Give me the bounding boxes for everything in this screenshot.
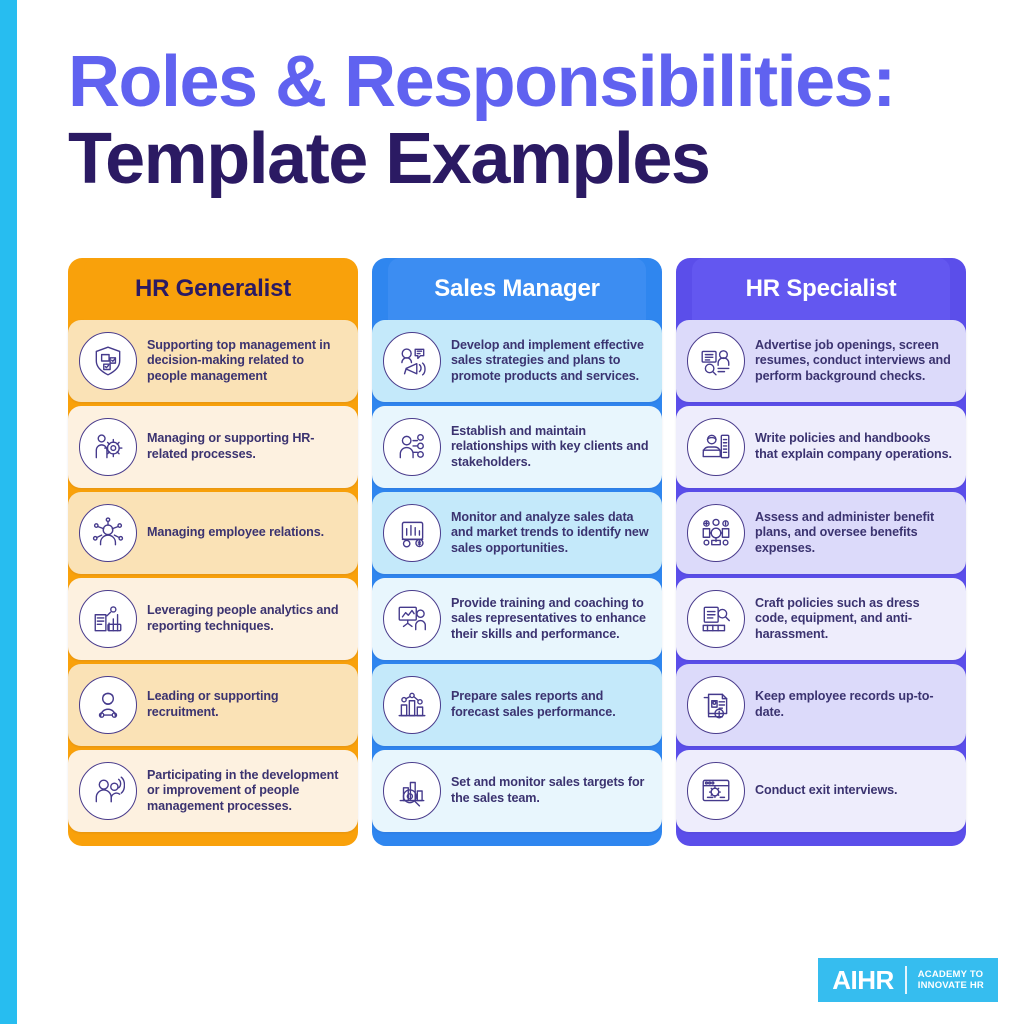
responsibility-text: Supporting top management in decision-ma… <box>147 337 331 383</box>
responsibility-card: Prepare sales reports and forecast sales… <box>372 664 662 746</box>
responsibility-text: Assess and administer benefit plans, and… <box>755 509 935 555</box>
logo-divider <box>904 966 907 994</box>
training-presentation-icon <box>383 590 441 648</box>
responsibility-card: Establish and maintain relationships wit… <box>372 406 662 488</box>
left-accent-stripe <box>0 0 17 1024</box>
people-development-icon <box>79 762 137 820</box>
aihr-logo: AIHR ACADEMY TO INNOVATE HR <box>818 958 998 1002</box>
responsibility-card: Keep employee records up-to-date. <box>676 664 966 746</box>
responsibility-card: Conduct exit interviews. <box>676 750 966 832</box>
column-header: Sales Manager <box>388 258 646 320</box>
responsibility-card: Assess and administer benefit plans, and… <box>676 492 966 574</box>
shield-checklist-icon <box>79 332 137 390</box>
page-title: Roles & Responsibilities: Template Examp… <box>68 44 968 198</box>
responsibility-card: Advertise job openings, screen resumes, … <box>676 320 966 402</box>
responsibility-card: Leading or supporting recruitment. <box>68 664 358 746</box>
logo-tagline-line-2: INNOVATE HR <box>917 980 984 991</box>
responsibility-card: Supporting top management in decision-ma… <box>68 320 358 402</box>
responsibility-text: Establish and maintain relationships wit… <box>451 423 649 469</box>
responsibility-list: Develop and implement effective sales st… <box>372 320 662 832</box>
responsibility-list: Advertise job openings, screen resumes, … <box>676 320 966 832</box>
megaphone-strategy-icon <box>383 332 441 390</box>
logo-wordmark: AIHR <box>832 965 894 995</box>
responsibility-card: Leveraging people analytics and reportin… <box>68 578 358 660</box>
responsibility-card: Managing employee relations. <box>68 492 358 574</box>
benefits-plan-icon <box>687 504 745 562</box>
responsibility-text: Conduct exit interviews. <box>755 783 898 798</box>
responsibility-text: Write policies and handbooks that explai… <box>755 431 952 461</box>
responsibility-text: Develop and implement effective sales st… <box>451 337 644 383</box>
responsibility-text: Monitor and analyze sales data and marke… <box>451 509 649 555</box>
exit-interview-icon <box>687 762 745 820</box>
responsibility-text: Managing or supporting HR-related proces… <box>147 431 315 461</box>
responsibility-card: Provide training and coaching to sales r… <box>372 578 662 660</box>
responsibility-card: Set and monitor sales targets for the sa… <box>372 750 662 832</box>
responsibility-card: Craft policies such as dress code, equip… <box>676 578 966 660</box>
column-header: HR Specialist <box>692 258 950 320</box>
title-line-2: Template Examples <box>68 119 711 199</box>
sales-report-icon <box>383 676 441 734</box>
responsibility-text: Leading or supporting recruitment. <box>147 689 279 719</box>
responsibility-text: Provide training and coaching to sales r… <box>451 595 646 641</box>
responsibility-text: Managing employee relations. <box>147 525 325 540</box>
analytics-report-icon <box>79 590 137 648</box>
responsibility-card: Participating in the development or impr… <box>68 750 358 832</box>
sales-data-chart-icon <box>383 504 441 562</box>
job-posting-screen-icon <box>687 332 745 390</box>
responsibility-card: Develop and implement effective sales st… <box>372 320 662 402</box>
responsibility-card: Managing or supporting HR-related proces… <box>68 406 358 488</box>
responsibility-text: Advertise job openings, screen resumes, … <box>755 337 951 383</box>
responsibility-text: Craft policies such as dress code, equip… <box>755 595 920 641</box>
employee-network-icon <box>79 504 137 562</box>
client-relationship-icon <box>383 418 441 476</box>
recruitment-person-icon <box>79 676 137 734</box>
target-magnifier-icon <box>383 762 441 820</box>
responsibility-text: Participating in the development or impr… <box>147 767 339 813</box>
logo-tagline-line-1: ACADEMY TO <box>917 968 984 980</box>
responsibility-card: Monitor and analyze sales data and marke… <box>372 492 662 574</box>
policy-document-icon <box>687 590 745 648</box>
responsibility-text: Leveraging people analytics and reportin… <box>147 603 339 633</box>
employee-records-icon <box>687 676 745 734</box>
responsibility-list: Supporting top management in decision-ma… <box>68 320 358 832</box>
policy-handbook-icon <box>687 418 745 476</box>
logo-tagline: ACADEMY TO INNOVATE HR <box>918 969 984 992</box>
column-header: HR Generalist <box>84 258 342 320</box>
responsibility-text: Keep employee records up-to-date. <box>755 689 934 719</box>
responsibility-text: Prepare sales reports and forecast sales… <box>451 689 616 719</box>
people-gear-icon <box>79 418 137 476</box>
responsibility-text: Set and monitor sales targets for the sa… <box>451 775 645 805</box>
title-line-1: Roles & Responsibilities: <box>68 42 896 122</box>
responsibility-card: Write policies and handbooks that explai… <box>676 406 966 488</box>
